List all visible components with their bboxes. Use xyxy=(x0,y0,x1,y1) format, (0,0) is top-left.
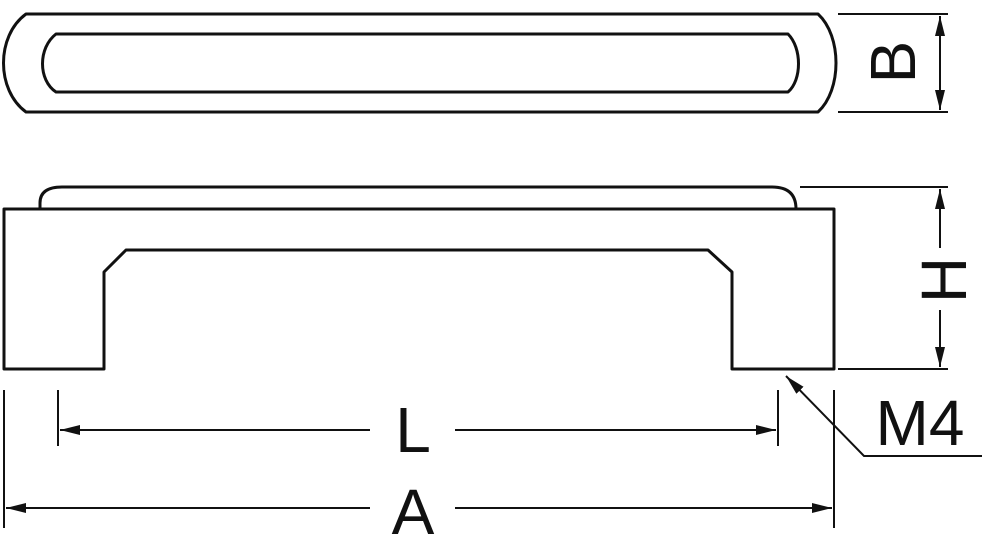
top-view-outline xyxy=(2,12,838,114)
dimension-b: B xyxy=(838,13,948,113)
dimension-l: L xyxy=(57,390,779,466)
label-a: A xyxy=(392,476,435,548)
front-view-top-cap xyxy=(38,185,798,210)
top-view-recess xyxy=(41,32,800,94)
callout-m4: M4 xyxy=(785,375,982,459)
label-b: B xyxy=(857,41,929,84)
top-view xyxy=(2,12,838,114)
front-view xyxy=(2,185,836,371)
label-h: H xyxy=(908,257,980,303)
dimension-a: A xyxy=(3,390,835,548)
label-m4: M4 xyxy=(876,387,965,459)
leader-line-m4 xyxy=(785,375,982,457)
label-l: L xyxy=(395,394,431,466)
dimension-h: H xyxy=(800,186,980,370)
front-view-body xyxy=(2,207,836,371)
